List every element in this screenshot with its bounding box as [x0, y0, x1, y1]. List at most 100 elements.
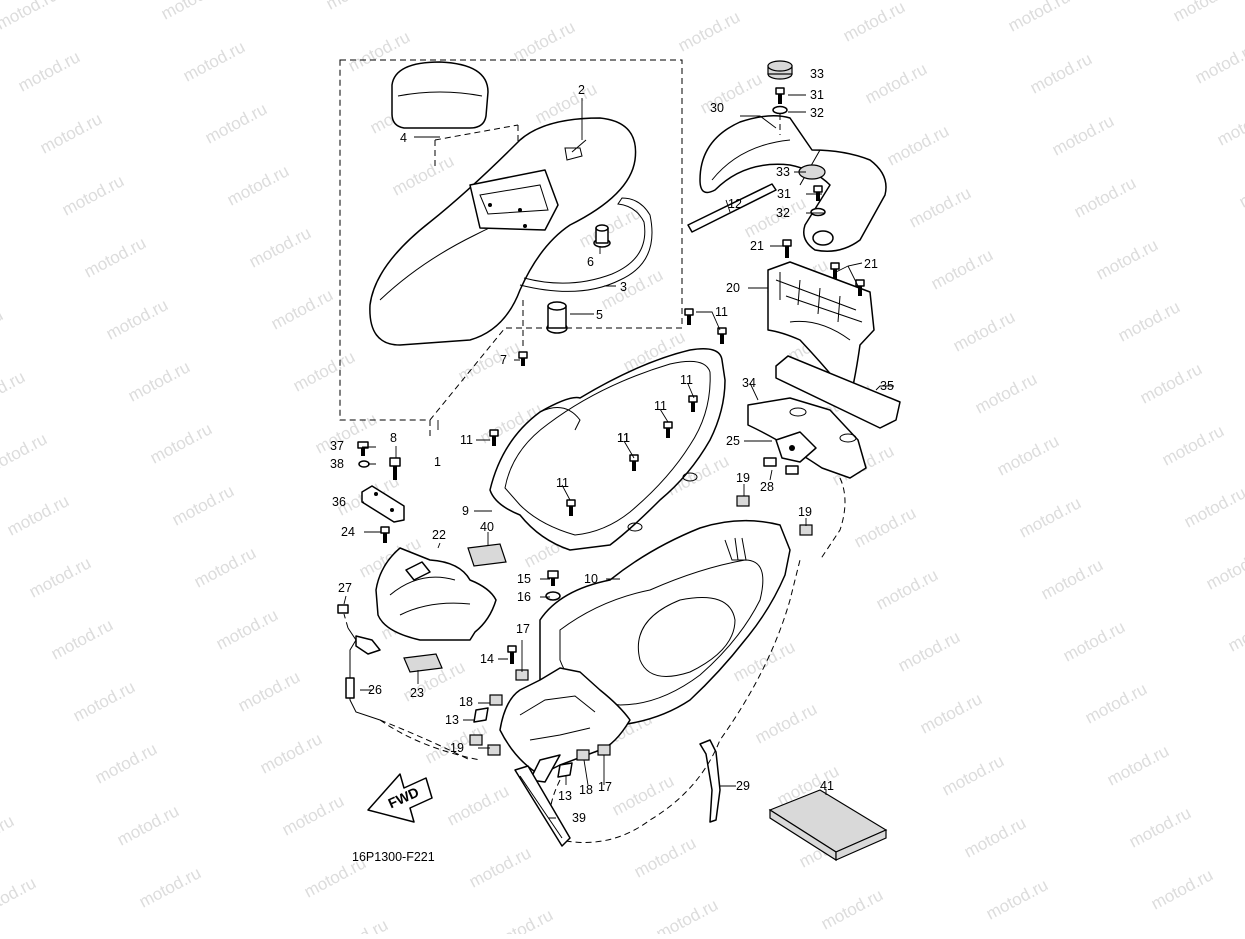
nut-17-b-part[interactable] — [597, 744, 611, 756]
watermark-text: motod.ru — [488, 905, 556, 934]
watermark-text: motod.ru — [1060, 617, 1128, 665]
strip-12-part[interactable] — [687, 183, 777, 233]
callout-c30: 30 — [710, 101, 724, 115]
grab-bar-part[interactable] — [699, 115, 887, 252]
watermark-text: motod.ru — [950, 307, 1018, 355]
nut-19-b2-part[interactable] — [469, 734, 483, 746]
bolt-31-top-part[interactable] — [775, 87, 785, 104]
washer-16-part[interactable] — [545, 591, 561, 601]
seat-lock-25-part[interactable] — [775, 431, 817, 463]
callout-c9: 9 — [462, 504, 469, 518]
watermark-text: motod.ru — [1192, 39, 1245, 87]
seat-trim-part[interactable] — [519, 197, 653, 292]
nut-18-b-part[interactable] — [576, 749, 590, 761]
bolt-21-a-part[interactable] — [782, 239, 792, 258]
watermark-text: motod.ru — [1071, 173, 1139, 221]
bolt-11-e-part[interactable] — [489, 429, 499, 446]
bolt-7-part[interactable] — [518, 300, 528, 366]
label-40-part[interactable] — [467, 543, 507, 567]
bolt-27-part[interactable] — [337, 604, 349, 614]
watermark-text: motod.ru — [0, 873, 39, 921]
washer-32-lower-part[interactable] — [810, 207, 826, 217]
plate-13-b-part[interactable] — [557, 762, 573, 778]
bolt-11-a-part[interactable] — [684, 308, 694, 325]
cover-22-part[interactable] — [375, 547, 497, 641]
callout-c7: 7 — [500, 353, 507, 367]
callout-c27: 27 — [338, 581, 352, 595]
leader-lines — [343, 94, 894, 819]
backrest-part[interactable] — [391, 61, 519, 170]
nut-19-left-part[interactable] — [487, 744, 501, 756]
watermark-text: motod.ru — [37, 109, 105, 157]
nut-18-a-part[interactable] — [489, 694, 503, 706]
bolt-21-b-part[interactable] — [830, 262, 840, 279]
callout-c38: 38 — [330, 457, 344, 471]
plate-35-part[interactable] — [775, 355, 901, 429]
callout-c21a: 21 — [750, 239, 764, 253]
bolt-24-part[interactable] — [380, 526, 390, 543]
callout-c26: 26 — [368, 683, 382, 697]
cable-26-part[interactable] — [343, 613, 471, 761]
callout-c36: 36 — [332, 495, 346, 509]
storage-box-10-part[interactable] — [539, 519, 791, 726]
callout-c29: 29 — [736, 779, 750, 793]
callout-c33a: 33 — [810, 67, 824, 81]
plate-13-a-part[interactable] — [473, 707, 489, 723]
watermark-text: motod.ru — [70, 677, 138, 725]
watermark-text: motod.ru — [873, 565, 941, 613]
watermark-text: motod.ru — [389, 151, 457, 199]
watermark-text: motod.ru — [1104, 741, 1172, 789]
watermark-text: motod.ru — [191, 543, 259, 591]
bolt-11-b-part[interactable] — [717, 327, 727, 344]
watermark-text: motod.ru — [466, 843, 534, 891]
callout-c21b: 21 — [864, 257, 878, 271]
watermark-text: motod.ru — [697, 69, 765, 117]
bolt-15-part[interactable] — [547, 570, 559, 586]
watermark-text: motod.ru — [675, 7, 743, 55]
watermark-text: motod.ru — [0, 367, 28, 415]
watermark-text: motod.ru — [928, 245, 996, 293]
bolt-31-lower-part[interactable] — [813, 185, 823, 201]
callout-c13b: 13 — [558, 789, 572, 803]
watermark-text: motod.ru — [510, 17, 578, 65]
callout-c16: 16 — [517, 590, 531, 604]
bolt-28-part[interactable] — [763, 457, 799, 475]
watermark-text: motod.ru — [15, 47, 83, 95]
seat-part[interactable] — [369, 117, 637, 346]
watermark-text: motod.ru — [103, 295, 171, 343]
watermark-text: motod.ru — [323, 915, 391, 934]
watermark-text: motod.ru — [0, 811, 17, 859]
label-23-part[interactable] — [403, 653, 443, 673]
seat-base-9-part[interactable] — [489, 348, 726, 551]
watermark-text: motod.ru — [939, 751, 1007, 799]
callout-c8: 8 — [390, 431, 397, 445]
bolt-14-part[interactable] — [507, 645, 517, 664]
callout-c31b: 31 — [777, 187, 791, 201]
bolt-37-part[interactable] — [357, 441, 369, 456]
manual-41-part[interactable] — [768, 789, 888, 862]
strap-39-part[interactable] — [514, 765, 571, 847]
damper-5-part[interactable] — [546, 301, 568, 334]
washer-32-top-part[interactable] — [772, 105, 788, 136]
watermark-text: motod.ru — [246, 223, 314, 271]
bolt-8-part[interactable] — [389, 457, 401, 480]
callout-c6: 6 — [587, 255, 594, 269]
bolt-11-g-part[interactable] — [566, 499, 576, 516]
nut-19-top-part[interactable] — [736, 495, 750, 507]
callout-c11c: 11 — [654, 399, 667, 413]
callout-c25: 25 — [726, 434, 740, 448]
watermark-text: motod.ru — [169, 481, 237, 529]
washer-38-part[interactable] — [358, 460, 370, 468]
watermark-text: motod.ru — [994, 431, 1062, 479]
callout-c4: 4 — [400, 131, 407, 145]
watermark-text: motod.ru — [114, 801, 182, 849]
callout-c35: 35 — [880, 379, 894, 393]
damper-6-part[interactable] — [593, 224, 611, 248]
watermark-text: motod.ru — [1236, 163, 1245, 211]
cap-33-top-part[interactable] — [767, 60, 793, 80]
cable-tie-29-part[interactable] — [699, 739, 721, 823]
callout-c19a: 19 — [450, 741, 464, 755]
nut-19-right-part[interactable] — [799, 524, 813, 536]
watermark-text: motod.ru — [257, 729, 325, 777]
